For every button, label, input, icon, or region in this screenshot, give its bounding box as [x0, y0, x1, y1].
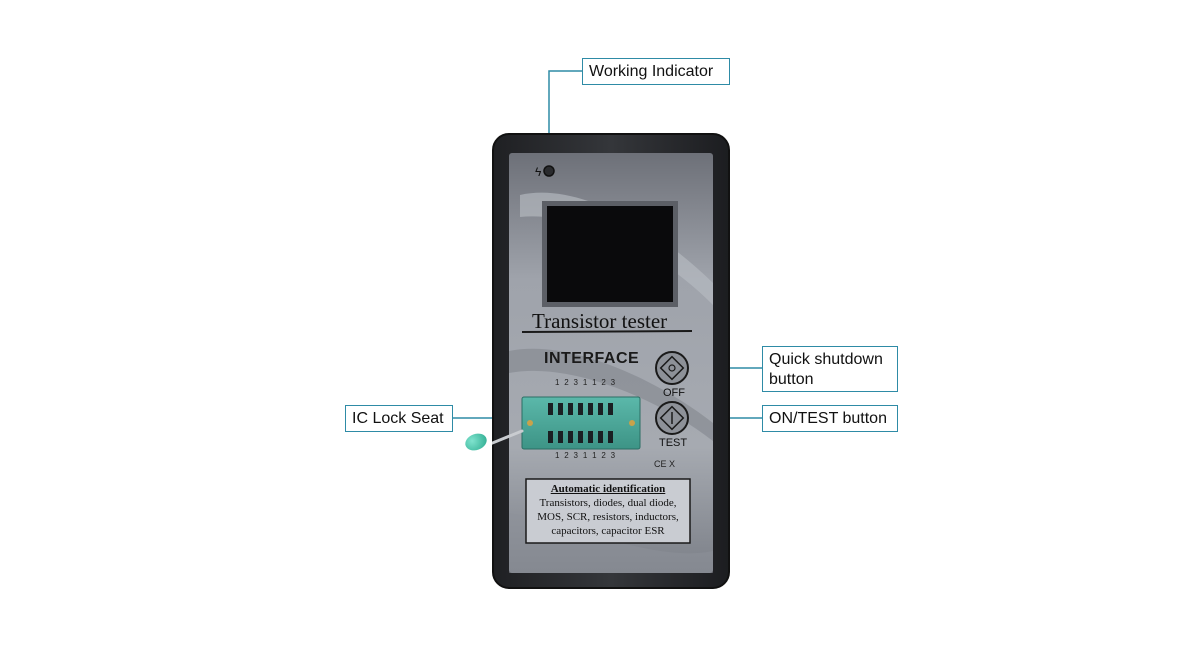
working-indicator-callout: Working Indicator	[582, 58, 730, 85]
pin-numbers-bottom: 1 2 3 1 1 2 3	[555, 451, 617, 460]
info-line-3: capacitors, capacitor ESR	[551, 525, 665, 537]
ic-lock-seat-callout: IC Lock Seat	[345, 405, 453, 432]
pin-numbers-top: 1 2 3 1 1 2 3	[555, 378, 617, 387]
test-label: TEST	[659, 437, 688, 449]
info-line-1: Transistors, diodes, dual diode,	[539, 497, 677, 509]
off-label: OFF	[663, 387, 685, 399]
quick-shutdown-label-line2: button	[769, 371, 814, 388]
test-button-diamond	[659, 405, 685, 431]
interface-label: INTERFACE	[544, 350, 640, 367]
off-button-dot-icon	[668, 364, 676, 372]
ic-lock-seat[interactable]	[521, 396, 641, 450]
info-line-2: MOS, SCR, resistors, inductors,	[537, 511, 679, 523]
working-indicator-symbol: ϟ	[535, 165, 542, 179]
device-body: ϟ	[492, 133, 730, 589]
on-test-callout: ON/TEST button	[762, 405, 898, 432]
panel-swoosh-mid	[509, 348, 713, 441]
lock-lever-arm[interactable]	[492, 429, 524, 445]
quick-shutdown-callout: Quick shutdown button	[762, 346, 898, 392]
socket-pin-slots-top	[548, 403, 613, 415]
quick-shutdown-label-line1: Quick shutdown	[769, 351, 883, 368]
working-indicator-led	[543, 165, 555, 177]
transistor-tester-device: ϟ	[462, 133, 730, 589]
info-title: Automatic identification	[550, 483, 666, 495]
brand-title: Transistor tester	[532, 309, 668, 333]
test-button[interactable]	[655, 401, 689, 435]
title-underline	[521, 330, 693, 333]
socket-screw-left	[527, 420, 533, 426]
on-test-label: ON/TEST button	[769, 410, 887, 427]
ic-lock-seat-label: IC Lock Seat	[352, 410, 444, 427]
display-screen	[547, 206, 673, 302]
info-box	[525, 478, 691, 544]
off-button-diamond	[659, 355, 685, 381]
off-button[interactable]	[655, 351, 689, 385]
socket-screw-right	[629, 420, 635, 426]
socket-pin-slots-bottom	[548, 431, 613, 443]
lock-lever-tip[interactable]	[462, 430, 490, 454]
cert-marks: CE X	[654, 459, 676, 469]
working-indicator-label: Working Indicator	[589, 63, 714, 80]
